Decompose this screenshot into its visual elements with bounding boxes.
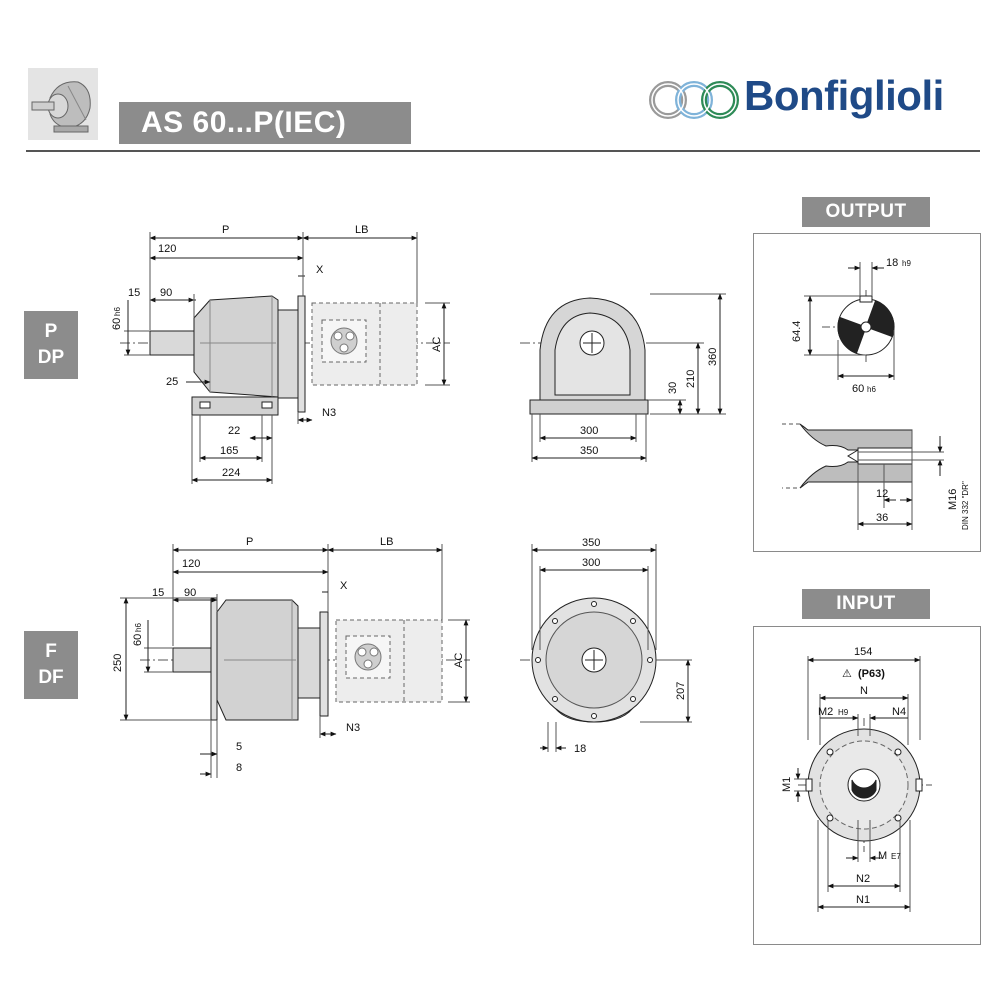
mounting-label-flange: F DF (24, 631, 78, 699)
dim-165: 165 (220, 445, 238, 457)
dim-shaft-tolerance-flange: h6 (134, 623, 143, 632)
dim-n2: N2 (856, 873, 870, 885)
input-flange-detail-labels: 154 ⚠ (P63) N M2 H9 N4 M1 M E7 N2 N1 (781, 646, 906, 906)
dim-lb-flange: LB (380, 536, 393, 548)
input-flange-detail (794, 656, 932, 912)
dim-shaft-diameter: 60 (111, 318, 123, 330)
dim-154: 154 (854, 646, 872, 658)
output-panel (753, 233, 981, 552)
mounting-label-foot: P DP (24, 311, 78, 379)
dim-207: 207 (675, 682, 687, 700)
dim-18: 18 (574, 743, 586, 755)
output-shaft-detail-labels: 18 h9 64.4 60 h6 12 36 M16 DIN 332 "DR" (791, 257, 970, 530)
front-view-foot (520, 293, 726, 462)
front-view-flange-labels: 350 300 207 18 (574, 537, 687, 755)
header-rule (26, 150, 980, 152)
gearbox-thumbnail-icon (28, 68, 98, 140)
dim-m2: M2 (818, 706, 833, 718)
dim-350: 350 (580, 445, 598, 457)
brand-logo: Bonfiglioli (648, 70, 980, 128)
side-view-foot-labels: P LB 120 X 15 90 60 h6 AC 25 N3 22 165 2… (111, 224, 443, 479)
dim-ac: AC (431, 337, 443, 352)
dim-120: 120 (158, 243, 176, 255)
side-view-foot (120, 232, 450, 484)
mounting-label-flange-line2: DF (38, 667, 64, 688)
dim-8: 8 (236, 762, 242, 774)
flange-output-shaft (172, 647, 218, 673)
dim-210: 210 (685, 370, 697, 388)
dim-15-flange: 15 (152, 587, 164, 599)
dim-output-shaft-diameter: 60 (852, 383, 864, 395)
dim-12: 12 (876, 488, 888, 500)
dim-x-flange: X (340, 580, 348, 592)
iec-motor-outline (311, 302, 418, 386)
dim-22: 22 (228, 425, 240, 437)
dim-x: X (316, 264, 324, 276)
dim-n3: N3 (322, 407, 336, 419)
dim-30: 30 (667, 382, 679, 394)
dim-key-tolerance: h9 (902, 259, 911, 268)
page-title: AS 60...P(IEC) (119, 102, 411, 144)
dim-64-4: 64.4 (791, 321, 803, 342)
dim-m-tolerance: E7 (891, 852, 901, 861)
mounting-label-foot-line2: DP (37, 347, 65, 368)
dim-n3-flange: N3 (346, 722, 360, 734)
dim-m2-tolerance: H9 (838, 708, 849, 717)
side-view-flange-labels: P LB 120 X 15 90 60 h6 250 AC N3 5 8 (112, 536, 465, 774)
dim-shaft-diameter-flange: 60 (132, 634, 144, 646)
warning-icon: ⚠ (842, 668, 852, 680)
front-view-flange (520, 544, 694, 752)
dim-350-flange: 350 (582, 537, 600, 549)
dim-n: N (860, 685, 868, 697)
dim-5: 5 (236, 741, 242, 753)
side-view-flange (120, 544, 470, 778)
dim-n1: N1 (856, 894, 870, 906)
dim-p63: (P63) (858, 668, 885, 680)
dim-din-332: DIN 332 "DR" (961, 481, 970, 530)
output-section-title: OUTPUT (802, 197, 930, 227)
dim-key-width: 18 (886, 257, 898, 269)
dim-output-shaft-tolerance: h6 (867, 385, 876, 394)
gearbox-thumbnail (28, 68, 98, 140)
dim-250: 250 (112, 654, 124, 672)
dim-ac-flange: AC (453, 653, 465, 668)
motor-flange (297, 295, 306, 413)
dim-90-flange: 90 (184, 587, 196, 599)
front-foot (529, 399, 649, 415)
dim-36: 36 (876, 512, 888, 524)
mounting-foot (191, 396, 279, 416)
motor-adapter (277, 309, 299, 399)
dim-shaft-tolerance: h6 (113, 307, 122, 316)
dim-300: 300 (580, 425, 598, 437)
dim-25: 25 (166, 376, 178, 388)
dim-lb: LB (355, 224, 368, 236)
output-shaft (149, 330, 195, 356)
dim-p-flange: P (246, 536, 253, 548)
mounting-label-flange-line1: F (45, 641, 57, 662)
mounting-label-foot-line1: P (44, 321, 58, 342)
dim-120-flange: 120 (182, 558, 200, 570)
flange-iec-motor-outline (335, 619, 443, 703)
brand-name: Bonfiglioli (744, 72, 944, 119)
dim-m: M (878, 850, 887, 862)
flange-motor-adapter (297, 627, 321, 699)
dim-p: P (222, 224, 229, 236)
output-flange (210, 597, 218, 721)
flange-motor-flange (319, 611, 329, 717)
dim-15: 15 (128, 287, 140, 299)
front-view-foot-labels: 360 210 30 300 350 (580, 348, 719, 457)
dim-90: 90 (160, 287, 172, 299)
dim-m16: M16 (947, 489, 959, 510)
input-section-title: INPUT (802, 589, 930, 619)
dim-m1: M1 (781, 777, 793, 792)
dim-300-flange: 300 (582, 557, 600, 569)
brand-rings-icon (649, 81, 739, 119)
dim-n4: N4 (892, 706, 906, 718)
dim-360: 360 (707, 348, 719, 366)
output-shaft-detail (782, 262, 944, 530)
dim-224: 224 (222, 467, 240, 479)
